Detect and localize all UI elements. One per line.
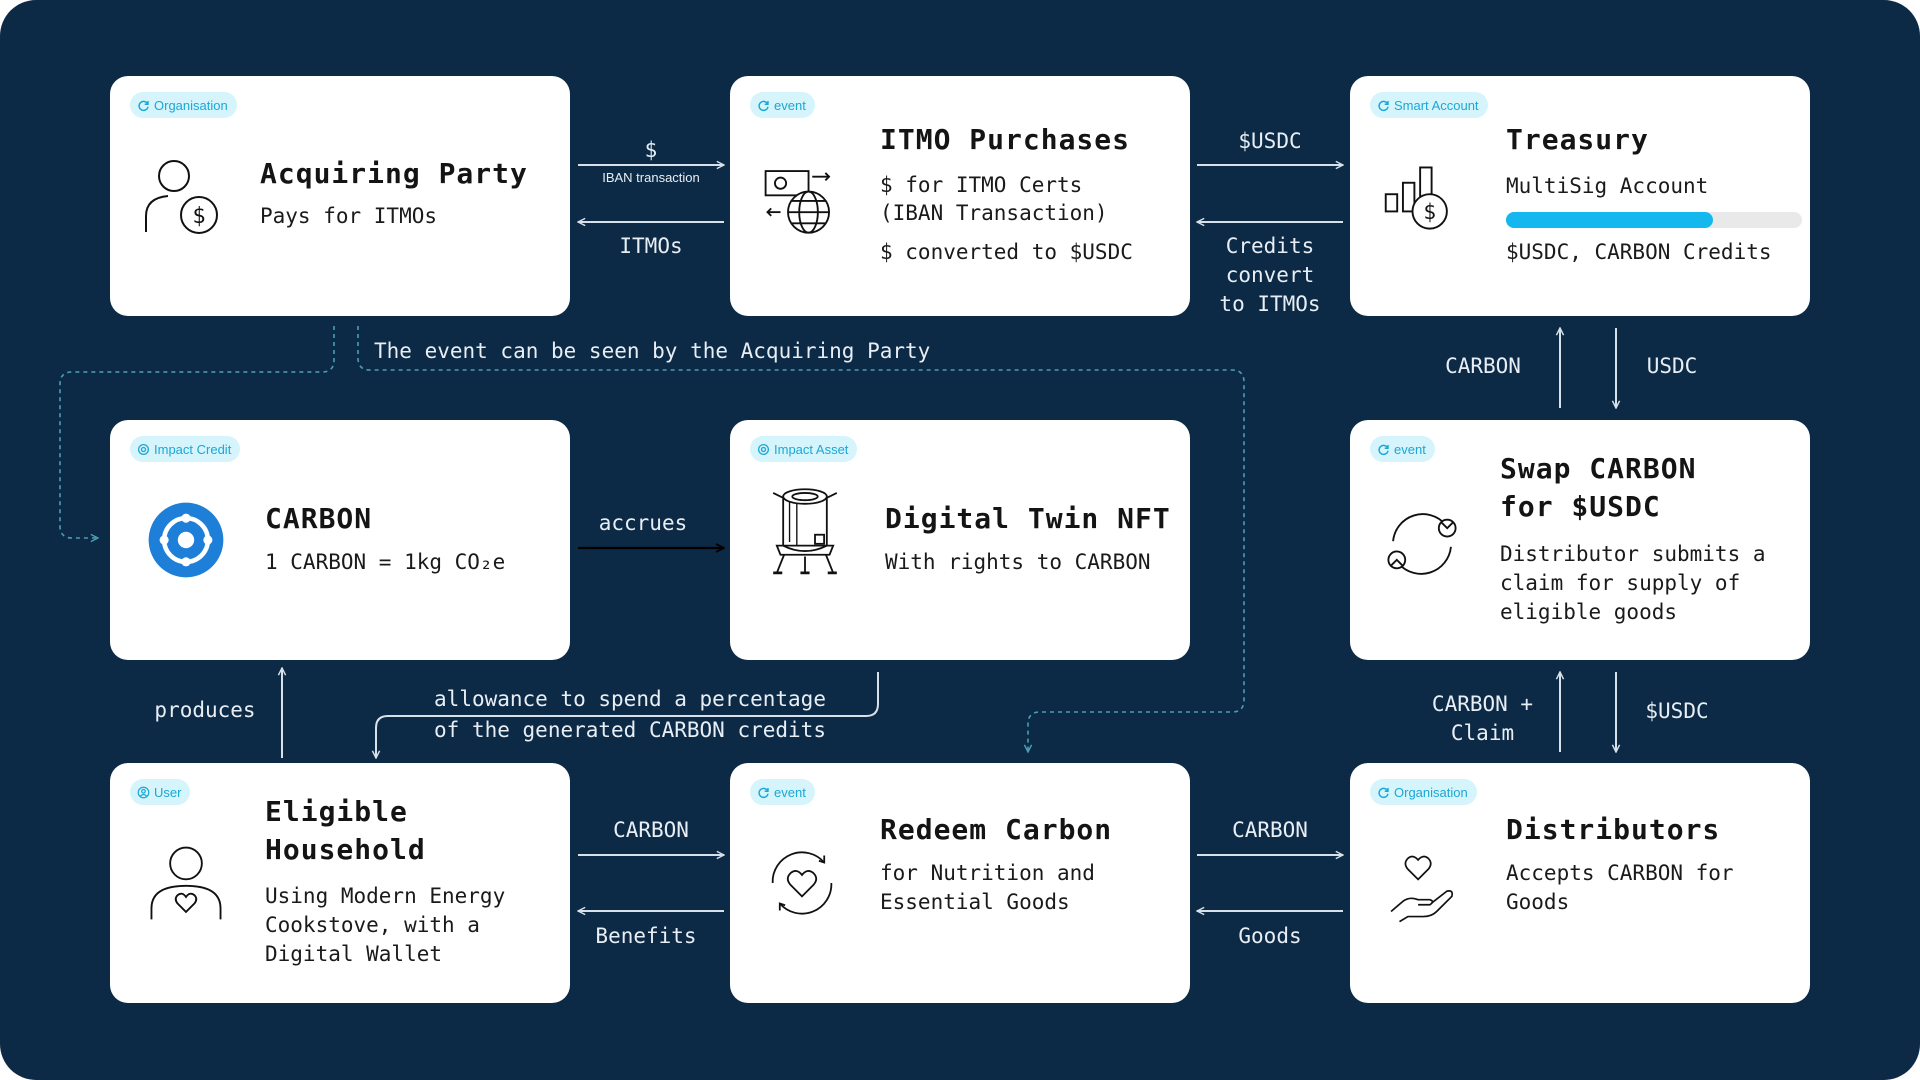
node-description: claim for supply of [1500, 571, 1741, 595]
tag-user: User [130, 779, 191, 805]
node-description: Essential Goods [880, 890, 1070, 914]
node-title: Eligible Household [265, 795, 426, 866]
refresh-icon [758, 100, 769, 111]
tag-event: event [750, 779, 815, 805]
label-iban-transaction: IBAN transaction [602, 170, 700, 185]
tag-impact-asset: Impact Asset [750, 436, 858, 462]
node-carbon[interactable]: Impact Credit CARBON 1 CARBON = 1kg CO₂e [110, 420, 570, 660]
node-title: Digital Twin NFT [885, 502, 1171, 535]
node-title: Treasury [1506, 123, 1649, 156]
treasury-progress-bar [1506, 212, 1802, 228]
label-carbon-row3-right: CARBON [1232, 818, 1308, 842]
node-eligible-household[interactable]: User Eligible Household Using Modern Ene… [110, 763, 570, 1003]
node-redeem-carbon[interactable]: event Redeem Carbon for Nutrition and Es… [730, 763, 1190, 1003]
node-description: (IBAN Transaction) [880, 201, 1108, 225]
node-acquiring-party[interactable]: Organisation $ Acquiring Party Pays for … [110, 76, 570, 316]
label-dollar: $ [644, 138, 658, 162]
tag-organisation: Organisation [1370, 779, 1477, 805]
refresh-icon [1378, 787, 1389, 798]
impact-icon [137, 443, 150, 455]
tag-smart-account: Smart Account [1370, 92, 1488, 118]
node-description: Distributor submits a [1500, 542, 1766, 566]
hand-heart-icon [1390, 855, 1454, 923]
node-description: MultiSig Account [1506, 174, 1709, 198]
tag-event: event [750, 92, 815, 118]
dashed-line-to-carbon [59, 326, 335, 538]
svg-text:$: $ [192, 204, 205, 229]
refresh-icon [758, 787, 769, 798]
node-description: Cookstove, with a [265, 913, 480, 937]
label-produces: produces [154, 698, 256, 722]
label-carbon-claim: CARBON + Claim [1431, 692, 1534, 745]
svg-text:$: $ [1423, 199, 1436, 224]
node-description: Using Modern Energy [265, 884, 506, 908]
node-description: With rights to CARBON [885, 550, 1151, 574]
node-description: Digital Wallet [265, 942, 443, 966]
treasury-progress-fill [1506, 212, 1714, 228]
label-benefits: Benefits [595, 924, 697, 948]
tag-impact-credit: Impact Credit [130, 436, 241, 462]
refresh-icon [1378, 100, 1389, 111]
banknote-globe-icon [764, 170, 831, 234]
node-description: Pays for ITMOs [260, 204, 438, 228]
label-carbon-row3-left: CARBON [613, 818, 689, 842]
node-title: CARBON [265, 502, 373, 535]
node-description: eligible goods [1500, 600, 1678, 624]
tag-event: event [1370, 436, 1435, 462]
user-circle-icon [137, 786, 150, 798]
carbon-token-icon [148, 502, 224, 578]
node-treasury[interactable]: Smart Account $ Treasury MultiSig Accoun… [1350, 76, 1810, 316]
dashed-line-to-redeem [357, 326, 1245, 752]
node-description: Accepts CARBON for [1506, 861, 1734, 885]
node-title: Redeem Carbon [880, 813, 1113, 846]
node-title: ITMO Purchases [880, 123, 1131, 156]
impact-icon [757, 443, 770, 455]
label-carbon-right: CARBON [1445, 354, 1521, 378]
tag-organisation: Organisation [130, 92, 237, 118]
heart-cycle-icon [771, 851, 833, 915]
arrow-allowance [376, 672, 879, 758]
label-event-visible: The event can be seen by the Acquiring P… [374, 339, 931, 363]
node-title: Distributors [1506, 813, 1721, 846]
node-digital-twin-nft[interactable]: Impact Asset Digital Twin NFT With right… [730, 420, 1190, 660]
node-distributors[interactable]: Organisation Distributors Accepts CARBON… [1350, 763, 1810, 1003]
node-description: $ for ITMO Certs [880, 173, 1083, 197]
label-goods: Goods [1238, 924, 1302, 948]
node-description: Goods [1506, 890, 1570, 914]
label-accrues: accrues [598, 511, 688, 535]
node-swap-carbon[interactable]: event Swap CARBON for $USDC Distributor … [1350, 420, 1810, 660]
node-description: for Nutrition and [880, 861, 1095, 885]
label-itmos: ITMOs [619, 234, 683, 258]
label-credits-convert: Credits convert to ITMOs [1219, 234, 1321, 316]
label-allowance: allowance to spend a percentage of the g… [434, 687, 826, 742]
node-description: $ converted to $USDC [880, 240, 1133, 264]
node-description: 1 CARBON = 1kg CO₂e [265, 550, 506, 574]
refresh-icon [138, 100, 149, 111]
swap-cycle-icon [1387, 513, 1457, 575]
person-heart-icon [150, 846, 222, 920]
cookstove-icon [772, 488, 838, 575]
node-description: $USDC, CARBON Credits [1506, 240, 1772, 264]
label-usdc-lower: $USDC [1645, 699, 1709, 723]
refresh-icon [1378, 444, 1389, 455]
node-title: Acquiring Party [260, 157, 528, 190]
node-itmo-purchases[interactable]: event ITMO Purchases $ for ITMO Certs (I… [730, 76, 1190, 316]
node-title: Swap CARBON for $USDC [1500, 452, 1697, 523]
bar-chart-dollar-icon: $ [1384, 166, 1448, 230]
label-usdc-top: $USDC [1238, 129, 1302, 153]
person-dollar-icon: $ [145, 160, 218, 234]
label-usdc-right: USDC [1646, 354, 1698, 378]
